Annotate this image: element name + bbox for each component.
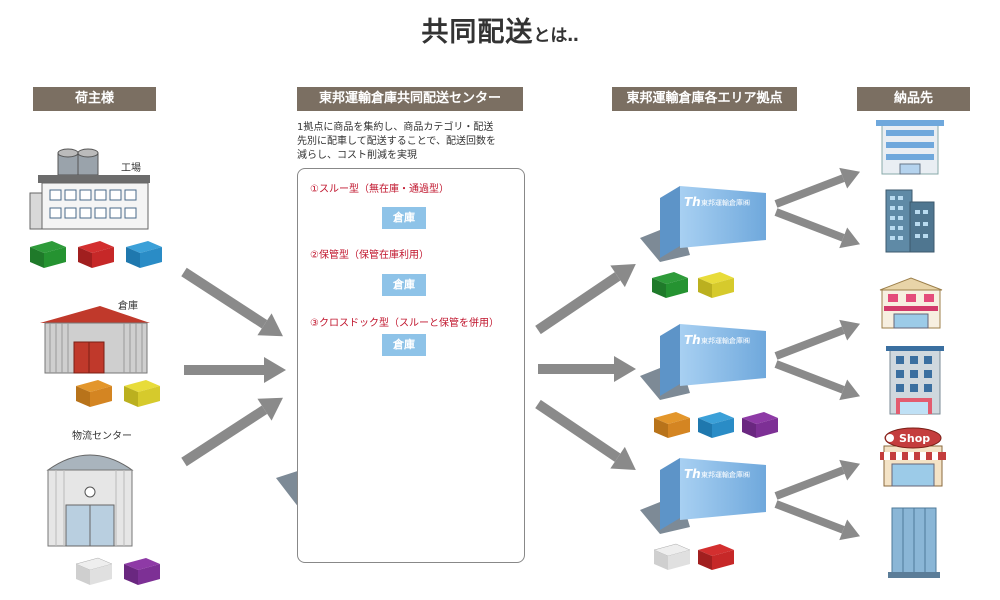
apartment-building-icon bbox=[886, 346, 944, 415]
center-desc-line-3: 減らし、コスト削減を実現 bbox=[297, 150, 417, 161]
logistics-center-icon bbox=[46, 454, 134, 547]
cargo-boxes-depot-2 bbox=[654, 412, 778, 438]
arrows-to-area bbox=[535, 264, 636, 470]
center-description: 1拠点に商品を集約し、商品カテゴリ・配送 先別に配車して配送することで、配送回数… bbox=[297, 121, 537, 163]
cargo-boxes-depot-3 bbox=[653, 543, 734, 570]
center-desc-line-2: 先別に配車して配送することで、配送回数を bbox=[297, 136, 496, 147]
office-building-icon bbox=[876, 120, 944, 175]
arrows-to-destinations bbox=[774, 167, 861, 541]
cargo-boxes-logistics bbox=[75, 557, 160, 585]
warehouse-tag-storage: 倉庫 bbox=[382, 274, 426, 296]
header-center: 東邦運輸倉庫共同配送センター bbox=[297, 87, 523, 111]
flow-label-crossdock: ③クロスドック型（スルーと保管を併用） bbox=[310, 318, 499, 329]
center-desc-line-1: 1拠点に商品を集約し、商品カテゴリ・配送 bbox=[297, 122, 494, 133]
label-warehouse: 倉庫 bbox=[118, 301, 138, 312]
area-depot-icon-1: Th 東邦運輸倉庫㈱ bbox=[640, 186, 766, 262]
center-frame bbox=[297, 168, 525, 563]
title-sub: とは‥ bbox=[533, 26, 579, 46]
label-logistics-center: 物流センター bbox=[72, 431, 132, 442]
skyscraper-icon bbox=[888, 507, 940, 578]
title-main: 共同配送 bbox=[421, 17, 534, 48]
header-area: 東邦運輸倉庫各エリア拠点 bbox=[612, 87, 797, 111]
warehouse-tag-crossdock: 倉庫 bbox=[382, 334, 426, 356]
warehouse-icon bbox=[40, 306, 150, 374]
flow-label-through: ①スルー型（無在庫・通過型） bbox=[310, 184, 449, 195]
depot-2-logo: Th bbox=[684, 333, 701, 347]
area-depot-icon-2: Th 東邦運輸倉庫㈱ bbox=[640, 324, 766, 400]
warehouse-tag-through: 倉庫 bbox=[382, 207, 426, 229]
cargo-boxes-depot-1 bbox=[652, 272, 734, 298]
depot-2-sign: 東邦運輸倉庫㈱ bbox=[701, 336, 750, 345]
flow-label-storage: ②保管型（保管在庫利用） bbox=[310, 250, 429, 261]
shop-icon: Shop bbox=[880, 427, 946, 487]
label-factory: 工場 bbox=[121, 163, 141, 174]
shop-sign: Shop bbox=[899, 432, 930, 445]
arrows-to-center bbox=[181, 267, 286, 467]
depot-1-logo: Th bbox=[684, 195, 701, 209]
depot-3-logo: Th bbox=[684, 467, 701, 481]
factory-icon bbox=[29, 148, 150, 230]
depot-3-sign: 東邦運輸倉庫㈱ bbox=[701, 470, 750, 479]
retail-store-icon bbox=[879, 277, 943, 329]
tower-building-icon bbox=[885, 189, 935, 253]
depot-1-sign: 東邦運輸倉庫㈱ bbox=[701, 198, 750, 207]
header-shipper: 荷主様 bbox=[33, 87, 156, 111]
area-depot-icon-3: Th 東邦運輸倉庫㈱ bbox=[640, 458, 766, 534]
cargo-boxes-factory bbox=[30, 241, 162, 268]
header-destination: 納品先 bbox=[857, 87, 970, 111]
cargo-boxes-warehouse bbox=[76, 380, 160, 407]
page-title: 共同配送とは‥ bbox=[0, 10, 1000, 49]
